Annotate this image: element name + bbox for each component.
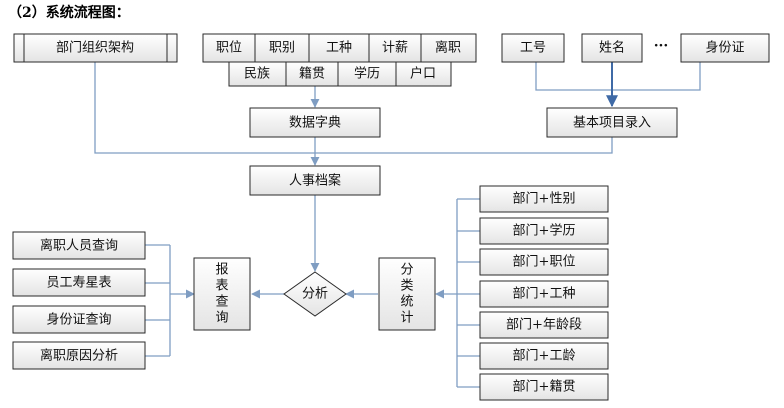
- node-resign-label: 离职: [435, 40, 461, 56]
- right-stat-item-7: 部门+籍贯: [513, 379, 576, 395]
- right-stats: 部门+性别 部门+学历 部门+职位 部门+工种 部门+年龄段 部门+工龄 部门+…: [479, 185, 609, 401]
- node-classify-char-4: 计: [400, 311, 413, 326]
- node-archive-label: 人事档案: [289, 174, 341, 189]
- right-stat-item-3: 部门+职位: [513, 255, 576, 270]
- node-report-query-char-1: 报: [215, 263, 228, 278]
- node-report-query-char-4: 询: [215, 311, 228, 326]
- edge-org-to-archive: [94, 62, 315, 154]
- left-reports: 离职人员查询 员工寿星表 身份证查询 离职原因分析: [12, 231, 146, 370]
- edge-empno-down: [535, 62, 701, 91]
- node-position-label: 职位: [216, 41, 242, 56]
- right-stat-item-4: 部门+工种: [513, 287, 576, 302]
- node-classify-char-3: 统: [400, 295, 413, 310]
- edge-left-reports-bus: [145, 244, 171, 357]
- node-classify-char-2: 类: [400, 279, 413, 294]
- node-classify-char-1: 分: [400, 263, 413, 278]
- left-report-item-1: 离职人员查询: [40, 238, 118, 254]
- node-archive: 人事档案: [249, 165, 381, 196]
- node-report-query-char-3: 查: [215, 295, 228, 310]
- node-basic-entry: 基本项目录入: [546, 107, 678, 138]
- node-idcard-label: 身份证: [705, 40, 744, 56]
- left-report-item-4: 离职原因分析: [40, 348, 118, 364]
- basic-inputs: 工号 姓名 ··· 身份证: [501, 33, 770, 63]
- right-stat-item-2: 部门+学历: [513, 223, 576, 239]
- node-ethnic-label: 民族: [244, 66, 270, 82]
- node-jobtype-label: 工种: [326, 41, 352, 56]
- node-basic-entry-label: 基本项目录入: [573, 116, 651, 131]
- node-classify: 分 类 统 计: [378, 257, 436, 331]
- page-title: （2）系统流程图：: [8, 5, 130, 21]
- node-dictionary-label: 数据字典: [289, 116, 341, 131]
- node-empno-label: 工号: [520, 41, 546, 56]
- edge-right-stats-bus: [456, 198, 480, 388]
- node-org: 部门组织架构: [13, 33, 178, 63]
- node-ellipsis-label: ···: [654, 38, 669, 54]
- right-stat-item-1: 部门+性别: [513, 192, 576, 207]
- node-analysis-label: 分析: [302, 287, 328, 302]
- node-org-label: 部门组织架构: [56, 41, 134, 56]
- right-stat-item-5: 部门+年龄段: [506, 318, 582, 333]
- node-salary-label: 计薪: [382, 41, 408, 56]
- attribute-grid: 职位 职别 工种 计薪 离职 民族 籍贯 学历 户口: [202, 33, 477, 87]
- node-native-label: 籍贯: [299, 66, 325, 82]
- node-dictionary: 数据字典: [249, 107, 381, 138]
- left-report-item-3: 身份证查询: [46, 312, 111, 328]
- node-analysis: 分析: [283, 271, 347, 317]
- node-education-label: 学历: [354, 66, 380, 82]
- edge-basic-entry-to-archive: [315, 137, 613, 154]
- node-name-label: 姓名: [599, 40, 625, 56]
- connectors: [94, 62, 701, 388]
- node-household-label: 户口: [410, 66, 436, 82]
- node-rank-label: 职别: [269, 41, 295, 56]
- node-report-query: 报 表 查 询: [193, 257, 251, 331]
- node-report-query-char-2: 表: [215, 279, 228, 294]
- left-report-item-2: 员工寿星表: [46, 276, 111, 291]
- right-stat-item-6: 部门+工龄: [513, 349, 576, 364]
